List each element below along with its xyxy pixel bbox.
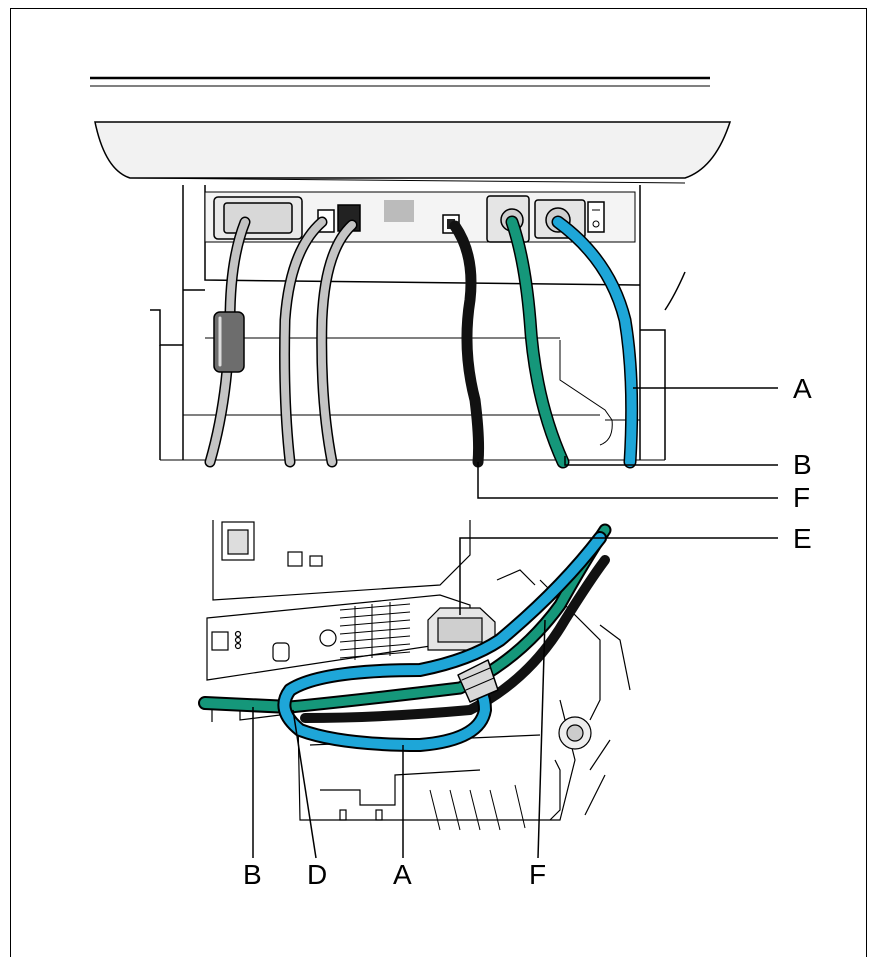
callout-e-lower: E [793, 523, 812, 554]
power-plug [457, 659, 499, 703]
callout-f-upper: F [793, 482, 810, 513]
upper-leader-lines [477, 387, 778, 499]
upper-cables [204, 215, 639, 469]
callout-b-lower: B [243, 859, 262, 890]
lower-cables [198, 523, 612, 752]
internal-routing-illustration [206, 520, 631, 831]
callout-a-upper: A [793, 373, 812, 404]
figure-frame [10, 8, 867, 957]
callout-f-lower: F [529, 859, 546, 890]
black-cable-f [449, 220, 485, 468]
callout-a-lower: A [393, 859, 412, 890]
callout-d-lower: D [307, 859, 327, 890]
lower-leader-lines [252, 537, 778, 859]
black-cable-f-lower [300, 555, 610, 723]
callout-b-upper: B [793, 449, 812, 480]
